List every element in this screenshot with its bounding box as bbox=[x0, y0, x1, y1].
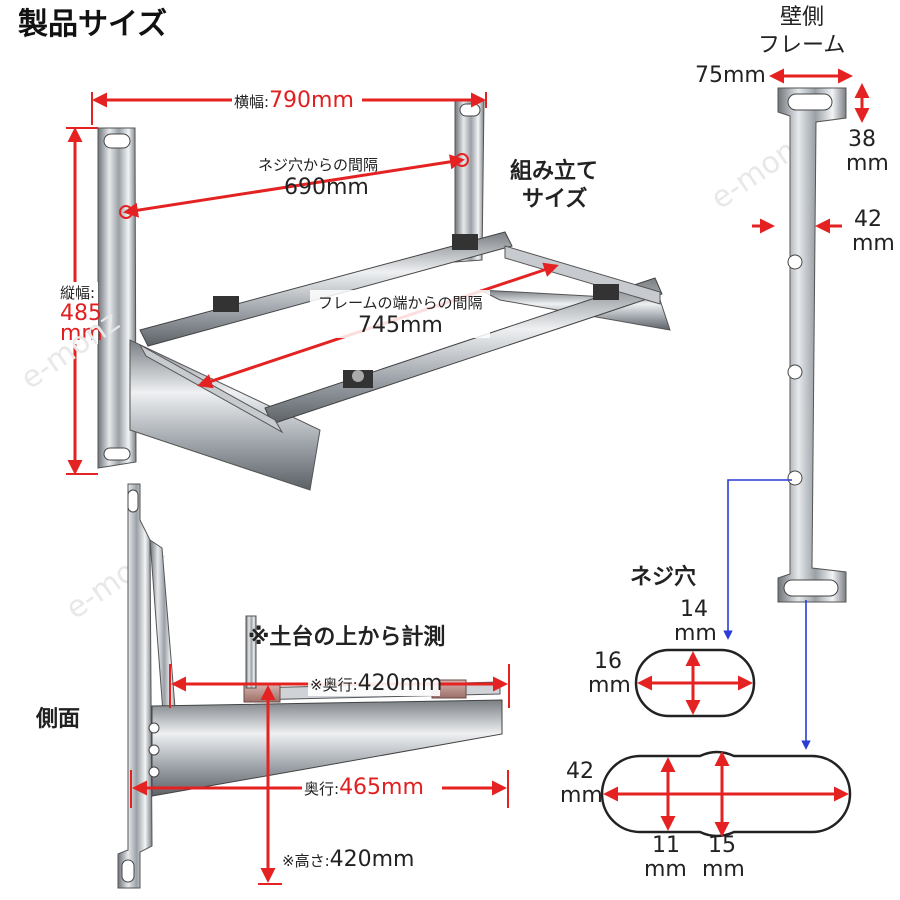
frame-spacing-value: 745mm bbox=[358, 313, 443, 338]
side-measure-note: ※土台の上から計測 bbox=[248, 624, 445, 650]
depth1-prefix: ※奥行: bbox=[310, 676, 358, 694]
hole2-w2-unit: mm bbox=[702, 857, 745, 882]
hole-spacing-label: ネジ穴からの間隔 bbox=[258, 156, 378, 174]
depth1-value: 420mm bbox=[358, 671, 443, 696]
svg-text:※奥行:420mm: ※奥行:420mm bbox=[310, 671, 442, 696]
hole1-width-number: 16 bbox=[594, 649, 622, 674]
wall-frame-width: 75mm bbox=[695, 63, 766, 88]
depth2-prefix: 奥行: bbox=[304, 780, 339, 798]
svg-text:※高さ:420mm: ※高さ:420mm bbox=[282, 847, 414, 872]
height-value-unit: mm bbox=[60, 321, 103, 346]
hole2-w1-number: 11 bbox=[652, 833, 680, 858]
screw-hole-large bbox=[600, 750, 852, 838]
height-value-number: 485 bbox=[60, 301, 102, 326]
wall-frame-title-line2: フレーム bbox=[758, 33, 845, 58]
screw-hole-title: ネジ穴 bbox=[630, 564, 696, 590]
wall-frame-illustration bbox=[777, 87, 847, 603]
hole2-height-number: 42 bbox=[566, 759, 594, 784]
wall-frame-title-line1: 壁側 bbox=[780, 5, 824, 30]
hole1-height-unit: mm bbox=[674, 621, 717, 646]
hole-spacing-value: 690mm bbox=[284, 175, 369, 200]
width-value: 790mm bbox=[269, 88, 354, 113]
wall-frame-top-height-unit: mm bbox=[846, 151, 889, 176]
hole1-width-unit: mm bbox=[588, 673, 631, 698]
svg-text:奥行:465mm: 奥行:465mm bbox=[304, 775, 424, 800]
hole1-height-number: 14 bbox=[680, 597, 708, 622]
wall-frame-top-height-number: 38 bbox=[848, 127, 876, 152]
side-height-prefix: ※高さ: bbox=[282, 852, 330, 870]
height-prefix: 縦幅: bbox=[60, 284, 95, 302]
hole2-w1-unit: mm bbox=[644, 857, 687, 882]
depth2-value: 465mm bbox=[339, 775, 424, 800]
assembled-size-label-line1: 組み立て bbox=[510, 158, 598, 184]
frame-spacing-label: フレームの端からの間隔 bbox=[318, 294, 483, 312]
screw-hole-small bbox=[634, 648, 756, 718]
width-prefix: 横幅: bbox=[234, 93, 269, 111]
svg-text:横幅:790mm: 横幅:790mm bbox=[234, 88, 354, 113]
assembled-size-label-line2: サイズ bbox=[522, 186, 587, 212]
side-height-value: 420mm bbox=[330, 847, 415, 872]
wall-frame-thickness-number: 42 bbox=[854, 207, 882, 232]
hole2-w2-number: 15 bbox=[708, 833, 736, 858]
wall-frame-thickness-unit: mm bbox=[852, 231, 895, 256]
side-view-label: 側面 bbox=[35, 707, 80, 732]
page-title: 製品サイズ bbox=[18, 7, 167, 42]
hole2-height-unit: mm bbox=[560, 783, 603, 808]
